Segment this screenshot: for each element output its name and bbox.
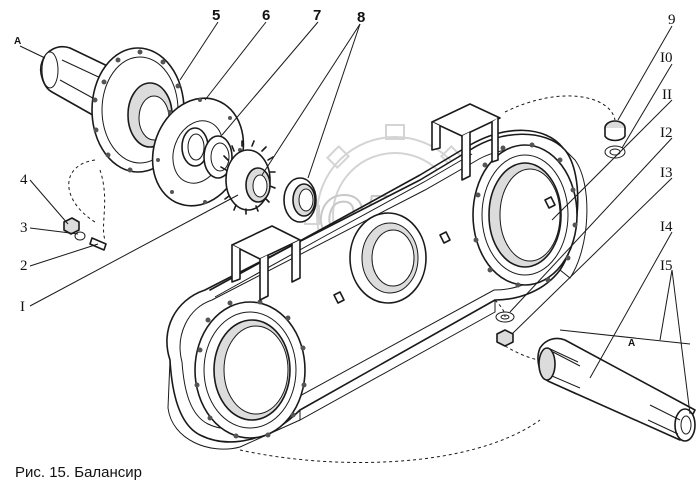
figure-caption: Рис. 15. Балансир <box>15 464 143 481</box>
callout-9: 9 <box>668 12 676 28</box>
splined-shaft <box>537 337 696 442</box>
callout-13: I3 <box>660 165 673 181</box>
callout-2: 2 <box>20 258 28 274</box>
callout-11: II <box>662 87 672 103</box>
callout-12: I2 <box>660 125 673 141</box>
bolt-nut-assembly <box>63 217 107 251</box>
middle-window <box>349 212 427 304</box>
bearing <box>283 177 317 223</box>
small-nut-washer <box>495 311 515 347</box>
callout-14: I4 <box>660 219 673 235</box>
callout-8: 8 <box>357 9 365 26</box>
callout-10: I0 <box>660 50 673 66</box>
left-bearing-bore <box>194 299 307 439</box>
right-bearing-bore <box>472 142 578 288</box>
assembly-dashed-lines <box>68 95 616 463</box>
callout-6: 6 <box>262 7 270 24</box>
callout-a-shaft: A <box>628 338 635 349</box>
leader-lines <box>19 21 691 415</box>
callout-a-top: A <box>14 36 21 47</box>
callout-4: 4 <box>20 172 28 188</box>
top-right-bracket <box>431 103 501 181</box>
top-left-bracket <box>231 225 301 301</box>
plug-cap <box>604 120 626 159</box>
housing-fittings <box>333 196 556 304</box>
callout-1: I <box>20 299 25 315</box>
callout-3: 3 <box>20 220 28 236</box>
callout-7: 7 <box>313 7 321 24</box>
callout-5: 5 <box>212 7 220 24</box>
callout-15: I5 <box>660 258 673 274</box>
seal-rings <box>181 127 233 179</box>
